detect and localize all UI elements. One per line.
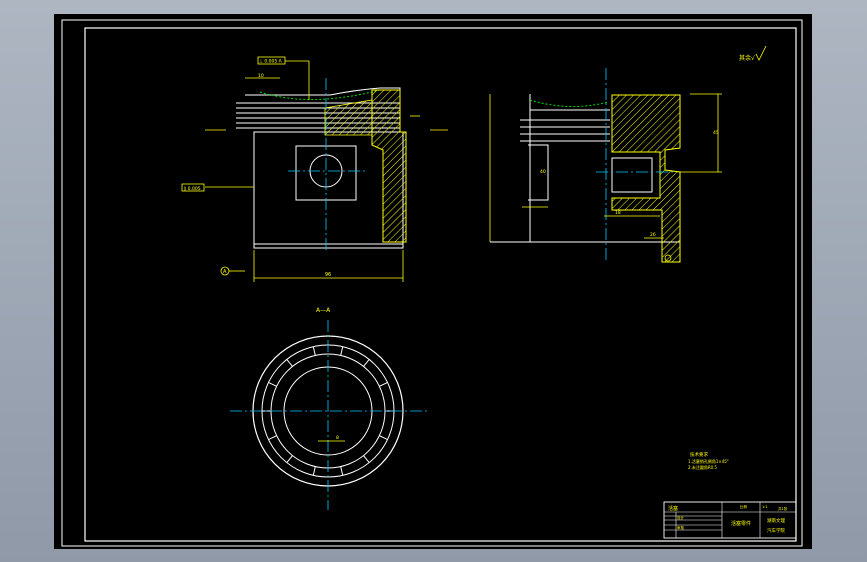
front-view: 96 ∥ 0.005 A ⊥ 0.005 A 10	[181, 56, 448, 282]
title-block-sheet: 共1张	[778, 506, 788, 511]
ring-slot-line	[286, 359, 293, 367]
dim-right-height: 45	[713, 130, 719, 136]
dim-ring-label: 8	[336, 435, 339, 441]
dim-width: 96	[325, 272, 331, 278]
title-block-school: 湖南文理	[767, 517, 785, 524]
title-block-designer: 设计	[677, 515, 685, 520]
title-block-name: 活塞	[668, 505, 678, 512]
roughness-symbol-icon: 其余√	[739, 45, 767, 62]
section-hatch-side	[611, 94, 681, 263]
ring-slot-line	[379, 381, 388, 387]
ring-slot-line	[268, 435, 277, 441]
tolerance-left: ∥ 0.005	[184, 186, 201, 192]
datum-left: A	[223, 269, 227, 275]
ring-slot-line	[286, 455, 293, 463]
roughness-note: 其余√	[739, 54, 755, 62]
drawing-svg: 96 ∥ 0.005 A ⊥ 0.005 A 10	[61, 19, 803, 547]
section-a-a: A—A 8	[230, 307, 428, 510]
ring-slot-line	[363, 359, 370, 367]
dim-right-small: 18	[615, 210, 621, 216]
side-crown-arc	[529, 99, 609, 108]
ring-slot-line	[312, 346, 316, 356]
ring-slot-line	[340, 346, 344, 356]
ring-slots	[262, 346, 394, 476]
tech-notes-title: 技术要求	[690, 451, 708, 458]
title-block: 活塞 设计 审核 活塞零件 比例 1:1 共1张 湖南文理 汽车学院	[663, 501, 797, 539]
ring-grooves	[236, 102, 400, 129]
tech-notes-line2: 2.未注圆角R0.5	[688, 464, 717, 470]
ring-slot-line	[363, 455, 370, 463]
tolerance-top: ⊥ 0.005 A	[259, 59, 283, 65]
title-block-scale: 1:1	[762, 505, 768, 509]
dim-left-small: 10	[258, 73, 264, 79]
outer-frame	[61, 19, 803, 547]
ring-slot-line	[312, 466, 316, 476]
cad-drawing-canvas[interactable]: 96 ∥ 0.005 A ⊥ 0.005 A 10	[54, 14, 812, 549]
tech-notes-line1: 1.活塞销孔倒角1×45°	[688, 458, 729, 464]
section-hatch-right	[371, 89, 407, 243]
title-block-checker: 审核	[677, 525, 685, 530]
ring-slot-line	[379, 435, 388, 441]
ring-slot-line	[340, 466, 344, 476]
section-label: A—A	[316, 307, 331, 314]
dim-bottom-right: 26	[650, 232, 656, 238]
inner-frame	[84, 27, 797, 542]
technical-notes: 技术要求 1.活塞销孔倒角1×45° 2.未注圆角R0.5	[688, 451, 729, 470]
side-view: 45 18 40 26	[489, 68, 722, 263]
title-block-scale-label: 比例	[740, 504, 748, 509]
title-block-dept: 汽车学院	[767, 527, 785, 534]
title-block-drawing-title: 活塞零件	[731, 520, 751, 527]
ring-slot-line	[268, 381, 277, 387]
crown-arc	[259, 89, 381, 100]
dim-right-ring: 40	[540, 169, 546, 175]
